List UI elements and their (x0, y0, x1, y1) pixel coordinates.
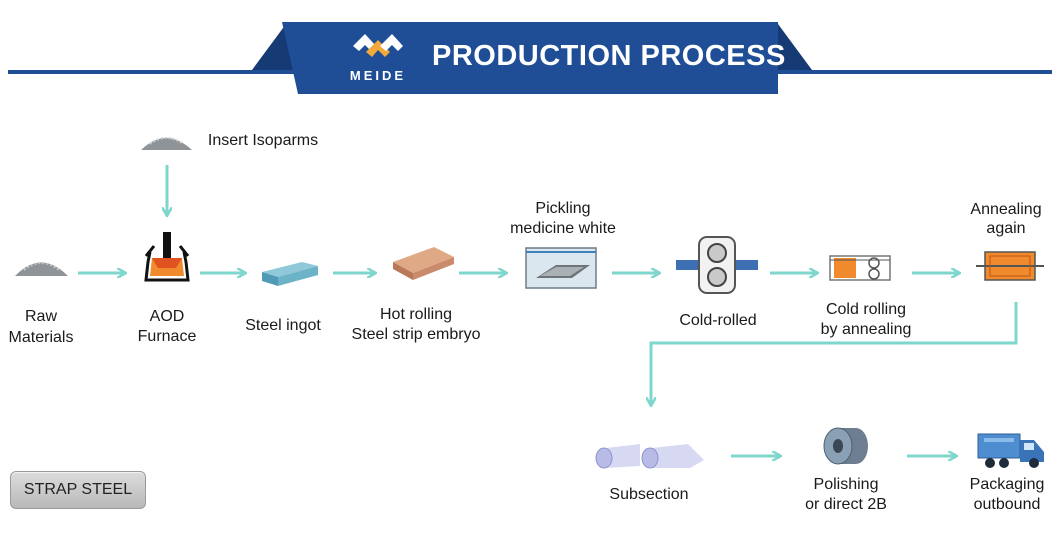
label-aod-1: AOD (149, 308, 185, 325)
label-aod-2: Furnace (137, 328, 197, 345)
label-hot-rolling-1: Hot rolling (379, 306, 453, 323)
slab-icon (393, 247, 454, 280)
brand-name: MEIDE (349, 68, 407, 83)
label-insert-isoparms: Insert Isoparms (207, 132, 319, 149)
flow-arrow-return (651, 302, 1018, 404)
label-pickling-2: medicine white (510, 220, 616, 237)
label-hot-rolling-2: Steel strip embryo (351, 326, 481, 343)
label-polishing-2: or direct 2B (805, 496, 887, 513)
label-raw-1: Raw (24, 308, 58, 325)
label-anneal-again-2: again (986, 220, 1026, 237)
strap-steel-button[interactable]: STRAP STEEL (10, 471, 146, 509)
pickling-tank-icon (525, 247, 597, 289)
label-packaging-2: outbound (973, 496, 1041, 513)
label-anneal-again-1: Annealing (970, 201, 1042, 218)
label-steel-ingot: Steel ingot (245, 317, 321, 334)
rolling-mill-icon (676, 236, 758, 294)
label-pickling-1: Pickling (535, 200, 591, 217)
header-banner (252, 22, 812, 94)
label-cold-anneal-1: Cold rolling (825, 301, 907, 318)
furnace-icon (144, 232, 190, 282)
coil-annealing-icon (976, 251, 1044, 281)
ingot-icon (262, 262, 318, 286)
annealing-icon (829, 255, 891, 281)
raw-materials-icon (15, 262, 68, 276)
label-raw-2: Materials (8, 329, 74, 346)
steel-coil-icon (823, 427, 868, 465)
label-cold-rolled: Cold-rolled (679, 312, 757, 329)
label-cold-anneal-2: by annealing (820, 321, 912, 338)
brand-logo-icon (353, 34, 403, 57)
page-title: PRODUCTION PROCESS (432, 40, 786, 72)
label-subsection: Subsection (609, 486, 689, 503)
truck-icon (977, 433, 1044, 468)
label-packaging-1: Packaging (969, 476, 1045, 493)
pile-icon (141, 137, 192, 150)
steel-rolls-icon (595, 444, 704, 469)
label-polishing-1: Polishing (813, 476, 879, 493)
